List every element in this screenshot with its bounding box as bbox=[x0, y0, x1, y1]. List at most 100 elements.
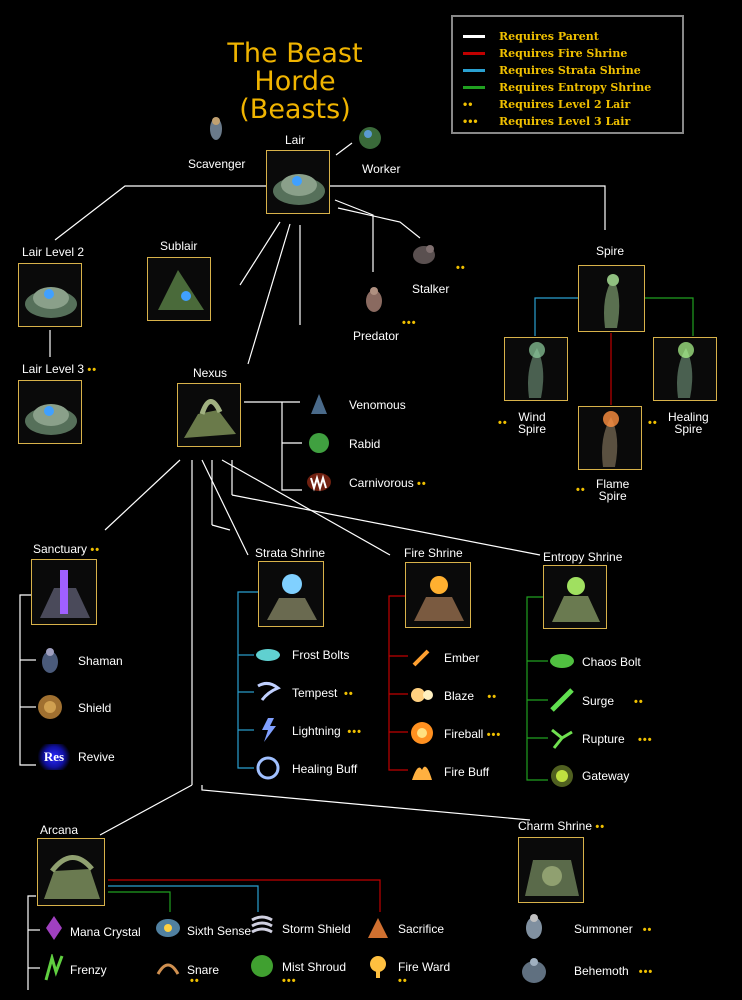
legend-swatch-green bbox=[463, 85, 485, 89]
shield-icon[interactable] bbox=[36, 693, 64, 721]
chaos-bolt-icon[interactable] bbox=[548, 647, 576, 675]
venomous-icon[interactable] bbox=[305, 390, 333, 418]
fire-buff-icon[interactable] bbox=[408, 756, 436, 784]
level-2-marker: •• bbox=[456, 262, 466, 274]
page-title: The Beast Horde (Beasts) bbox=[190, 40, 400, 124]
shaman-icon[interactable] bbox=[36, 646, 64, 674]
lair-level-3-text: Lair Level 3 bbox=[22, 362, 85, 376]
nexus-label: Nexus bbox=[193, 366, 228, 380]
sacrifice-label: Sacrifice bbox=[398, 922, 445, 936]
fire-shrine-box[interactable] bbox=[405, 562, 471, 628]
revive-label: Revive bbox=[78, 750, 115, 764]
legend-label: Requires Level 3 Lair bbox=[499, 114, 631, 128]
summoner-icon[interactable] bbox=[520, 912, 548, 940]
surge-label: Surge •• bbox=[582, 694, 644, 708]
snare-icon[interactable] bbox=[154, 954, 182, 982]
flame-spire-label-line2: Spire bbox=[598, 489, 627, 503]
wind-spire-box[interactable] bbox=[504, 337, 568, 401]
legend-item-fire: Requires Fire Shrine bbox=[463, 45, 627, 61]
tempest-icon[interactable] bbox=[254, 678, 282, 706]
level-3-marker: ••• bbox=[402, 317, 417, 329]
arcana-label: Arcana bbox=[40, 823, 79, 837]
lair-icon bbox=[25, 287, 77, 318]
spire-icon bbox=[602, 411, 619, 467]
entropy-shrine-box[interactable] bbox=[543, 565, 607, 629]
worker-icon[interactable] bbox=[356, 124, 384, 152]
healing-buff-label: Healing Buff bbox=[292, 762, 358, 776]
arcana-box[interactable] bbox=[37, 838, 105, 906]
legend-item-lair3: ••• Requires Level 3 Lair bbox=[463, 113, 630, 129]
gateway-label: Gateway bbox=[582, 769, 630, 783]
spire-box[interactable] bbox=[578, 265, 645, 332]
blaze-icon[interactable] bbox=[408, 681, 436, 709]
shaman-label: Shaman bbox=[78, 654, 123, 668]
lair-level-2-box[interactable] bbox=[18, 263, 82, 327]
level-3-marker: ••• bbox=[486, 729, 502, 741]
spire-label: Spire bbox=[596, 244, 625, 258]
rabid-icon[interactable] bbox=[305, 429, 333, 457]
healing-spire-box[interactable] bbox=[653, 337, 717, 401]
mist-shroud-icon[interactable] bbox=[248, 952, 276, 980]
fire-ward-icon[interactable] bbox=[364, 952, 392, 980]
blaze-text: Blaze bbox=[444, 689, 475, 703]
legend-marker: ••• bbox=[463, 114, 479, 128]
rupture-icon[interactable] bbox=[548, 724, 576, 752]
stalker-icon[interactable] bbox=[410, 240, 438, 268]
frenzy-icon[interactable] bbox=[40, 954, 68, 982]
level-3-marker: ••• bbox=[282, 975, 297, 987]
lair-level-3-label: Lair Level 3 •• bbox=[22, 362, 97, 376]
healing-buff-icon[interactable] bbox=[254, 754, 282, 782]
legend: Requires Parent Requires Fire Shrine Req… bbox=[451, 15, 684, 134]
predator-icon[interactable] bbox=[360, 285, 388, 313]
storm-shield-label: Storm Shield bbox=[282, 922, 351, 936]
storm-shield-icon[interactable] bbox=[248, 912, 276, 940]
mana-crystal-label: Mana Crystal bbox=[70, 925, 141, 939]
fangs-icon[interactable] bbox=[305, 468, 333, 496]
lair-icon bbox=[25, 404, 77, 435]
legend-item-lair2: •• Requires Level 2 Lair bbox=[463, 96, 630, 112]
fireball-icon[interactable] bbox=[408, 719, 436, 747]
behemoth-icon[interactable] bbox=[520, 956, 548, 984]
frost-bolts-icon[interactable] bbox=[254, 641, 282, 669]
revive-icon[interactable]: Res bbox=[38, 744, 70, 770]
legend-item-parent: Requires Parent bbox=[463, 28, 599, 44]
flame-spire-box[interactable] bbox=[578, 406, 642, 470]
sanctuary-icon bbox=[40, 570, 90, 618]
chaos-bolt-label: Chaos Bolt bbox=[582, 655, 641, 669]
legend-item-entropy: Requires Entropy Shrine bbox=[463, 79, 651, 95]
scavenger-icon[interactable] bbox=[202, 115, 230, 143]
summoner-text: Summoner bbox=[574, 922, 633, 936]
lair-box[interactable] bbox=[266, 150, 330, 214]
charm-shrine-box[interactable] bbox=[518, 837, 584, 903]
legend-label: Requires Fire Shrine bbox=[499, 46, 628, 60]
fireball-label: Fireball ••• bbox=[444, 727, 501, 741]
legend-swatch-white bbox=[463, 34, 485, 38]
title-line-1: The Beast Horde bbox=[227, 38, 363, 97]
level-2-marker: •• bbox=[344, 688, 354, 700]
lightning-icon[interactable] bbox=[254, 716, 282, 744]
surge-text: Surge bbox=[582, 694, 615, 708]
fire-ward-label: Fire Ward bbox=[398, 960, 451, 974]
tempest-label: Tempest •• bbox=[292, 686, 354, 700]
sacrifice-icon[interactable] bbox=[364, 914, 392, 942]
worker-label: Worker bbox=[362, 162, 401, 176]
legend-swatch-red bbox=[463, 51, 485, 55]
level-2-marker: •• bbox=[634, 696, 644, 708]
level-2-marker: •• bbox=[87, 364, 98, 376]
gateway-icon[interactable] bbox=[548, 762, 576, 790]
sanctuary-box[interactable] bbox=[31, 559, 97, 625]
ember-icon[interactable] bbox=[408, 643, 436, 671]
surge-icon[interactable] bbox=[548, 686, 576, 714]
level-2-marker: •• bbox=[190, 975, 200, 987]
lair-level-3-box[interactable] bbox=[18, 380, 82, 444]
sixth-sense-icon[interactable] bbox=[154, 914, 182, 942]
mana-crystal-icon[interactable] bbox=[40, 914, 68, 942]
spire-icon bbox=[528, 342, 545, 398]
nexus-box[interactable] bbox=[177, 383, 241, 447]
flame-spire-label-line1: Flame bbox=[596, 477, 630, 491]
strata-shrine-box[interactable] bbox=[258, 561, 324, 627]
sublair-box[interactable] bbox=[147, 257, 211, 321]
frost-bolts-label: Frost Bolts bbox=[292, 648, 350, 662]
